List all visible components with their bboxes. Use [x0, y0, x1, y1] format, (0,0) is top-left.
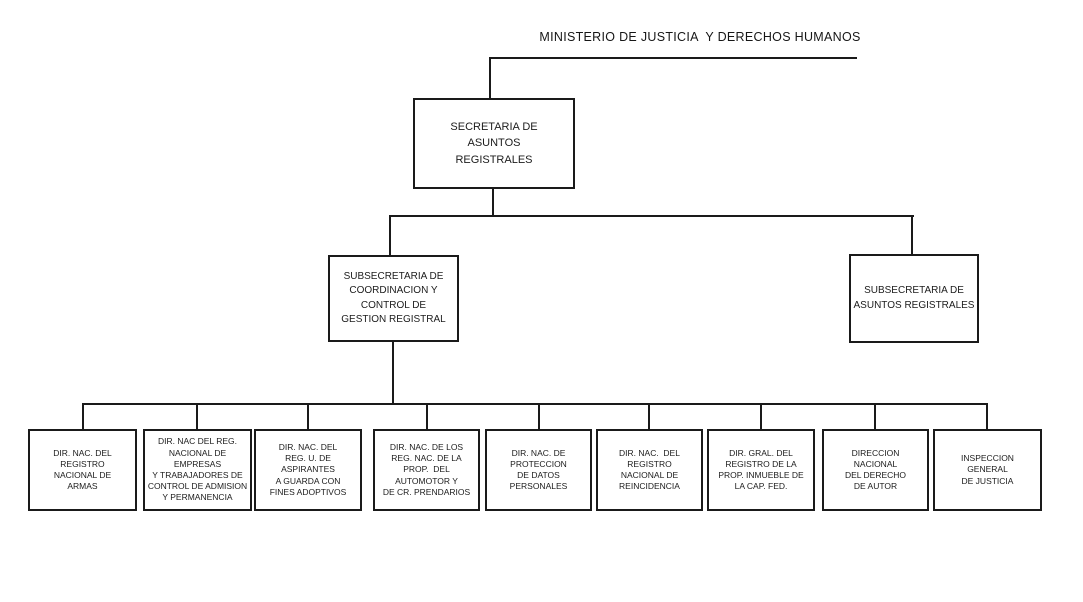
connector-level3-hline [82, 403, 988, 405]
connector-level3-drop-3 [307, 403, 309, 431]
node-subsecretaria-asuntos-registrales: SUBSECRETARIA DE ASUNTOS REGISTRALES [849, 254, 979, 343]
node-aspirantes-guarda-fines-adoptivos: DIR. NAC. DEL REG. U. DE ASPIRANTES A GU… [254, 429, 362, 511]
node-label: DIR. NAC. DEL REG. U. DE ASPIRANTES A GU… [269, 441, 347, 497]
node-label: DIR. GRAL. DEL REGISTRO DE LA PROP. INMU… [718, 447, 804, 492]
node-proteccion-datos-personales: DIR. NAC. DE PROTECCION DE DATOS PERSONA… [485, 429, 592, 511]
connector-level3-drop-7 [760, 403, 762, 431]
connector-level3-drop-6 [648, 403, 650, 431]
node-empresas-y-trabajadores-admision-permanencia: DIR. NAC DEL REG. NACIONAL DE EMPRESAS Y… [143, 429, 252, 511]
connector-level3-drop-9 [986, 403, 988, 431]
connector-subsecretaria-down [392, 341, 394, 405]
connector-level2-drop-right [911, 215, 913, 256]
node-secretaria-asuntos-registrales: SECRETARIA DE ASUNTOS REGISTRALES [413, 98, 575, 189]
node-label: SECRETARIA DE ASUNTOS REGISTRALES [450, 120, 538, 166]
node-label: DIR. NAC. DEL REGISTRO NACIONAL DE REINC… [619, 447, 680, 492]
node-registro-nacional-reincidencia: DIR. NAC. DEL REGISTRO NACIONAL DE REINC… [596, 429, 703, 511]
connector-level3-drop-4 [426, 403, 428, 431]
node-label: INSPECCION GENERAL DE JUSTICIA [961, 453, 1014, 486]
node-label: DIRECCION NACIONAL DEL DERECHO DE AUTOR [844, 447, 907, 492]
connector-ministry-hline [489, 57, 857, 59]
node-automotor-creditos-prendarios: DIR. NAC. DE LOS REG. NAC. DE LA PROP. D… [373, 429, 480, 511]
connector-level2-hline [389, 215, 914, 217]
connector-level2-drop-left [389, 215, 391, 256]
connector-level3-drop-5 [538, 403, 540, 431]
connector-level3-drop-2 [196, 403, 198, 431]
node-label: SUBSECRETARIA DE ASUNTOS REGISTRALES [853, 285, 975, 311]
node-label: DIR. NAC. DE LOS REG. NAC. DE LA PROP. D… [382, 441, 471, 497]
node-registro-nacional-de-armas: DIR. NAC. DEL REGISTRO NACIONAL DE ARMAS [28, 429, 137, 511]
node-inspeccion-general-de-justicia: INSPECCION GENERAL DE JUSTICIA [933, 429, 1042, 511]
node-subsecretaria-coordinacion-control-gestion-registral: SUBSECRETARIA DE COORDINACION Y CONTROL … [328, 255, 459, 342]
connector-secretaria-down [492, 187, 494, 217]
node-label: DIR. NAC. DEL REGISTRO NACIONAL DE ARMAS [53, 447, 112, 492]
connector-ministry-drop [489, 57, 491, 99]
node-label: DIR. NAC DEL REG. NACIONAL DE EMPRESAS Y… [147, 436, 248, 503]
chart-title: MINISTERIO DE JUSTICIA Y DERECHOS HUMANO… [539, 30, 861, 44]
node-label: DIR. NAC. DE PROTECCION DE DATOS PERSONA… [509, 447, 568, 492]
node-direccion-nacional-derecho-de-autor: DIRECCION NACIONAL DEL DERECHO DE AUTOR [822, 429, 929, 511]
connector-level3-drop-1 [82, 403, 84, 431]
node-label: SUBSECRETARIA DE COORDINACION Y CONTROL … [341, 271, 446, 325]
node-registro-propiedad-inmueble-cap-fed: DIR. GRAL. DEL REGISTRO DE LA PROP. INMU… [707, 429, 815, 511]
connector-level3-drop-8 [874, 403, 876, 431]
